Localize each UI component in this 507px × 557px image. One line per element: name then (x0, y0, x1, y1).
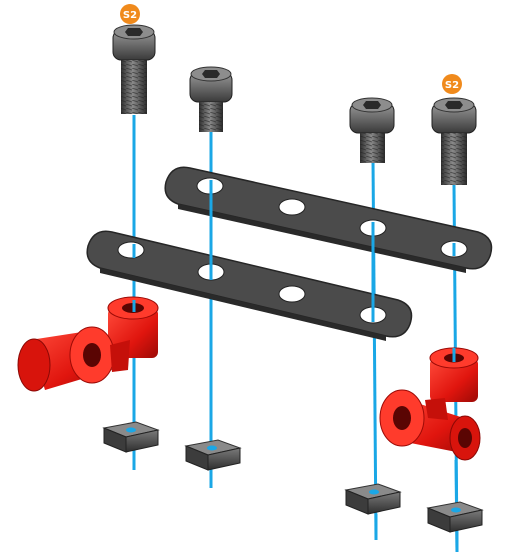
nut-3 (344, 483, 402, 515)
plate-hole (117, 241, 145, 259)
badge-s2-left: S2 (120, 4, 140, 24)
plate-hole (278, 285, 306, 303)
plate-front (86, 230, 413, 341)
plate-hole (278, 198, 306, 216)
axis-tails (132, 452, 459, 552)
nut-2 (184, 439, 242, 471)
screw-2 (189, 66, 233, 132)
screw-1 (112, 24, 156, 114)
connector-left (17, 296, 159, 392)
nut-4 (426, 501, 484, 533)
badge-label: S2 (123, 10, 137, 21)
connector-right (379, 347, 481, 461)
axis-overlays (132, 180, 456, 322)
screw-3 (349, 97, 395, 163)
nut-1 (102, 421, 160, 453)
screw-4 (431, 97, 477, 185)
badge-s2-right: S2 (442, 74, 462, 94)
plate-back (164, 166, 493, 273)
badge-label: S2 (445, 80, 459, 91)
